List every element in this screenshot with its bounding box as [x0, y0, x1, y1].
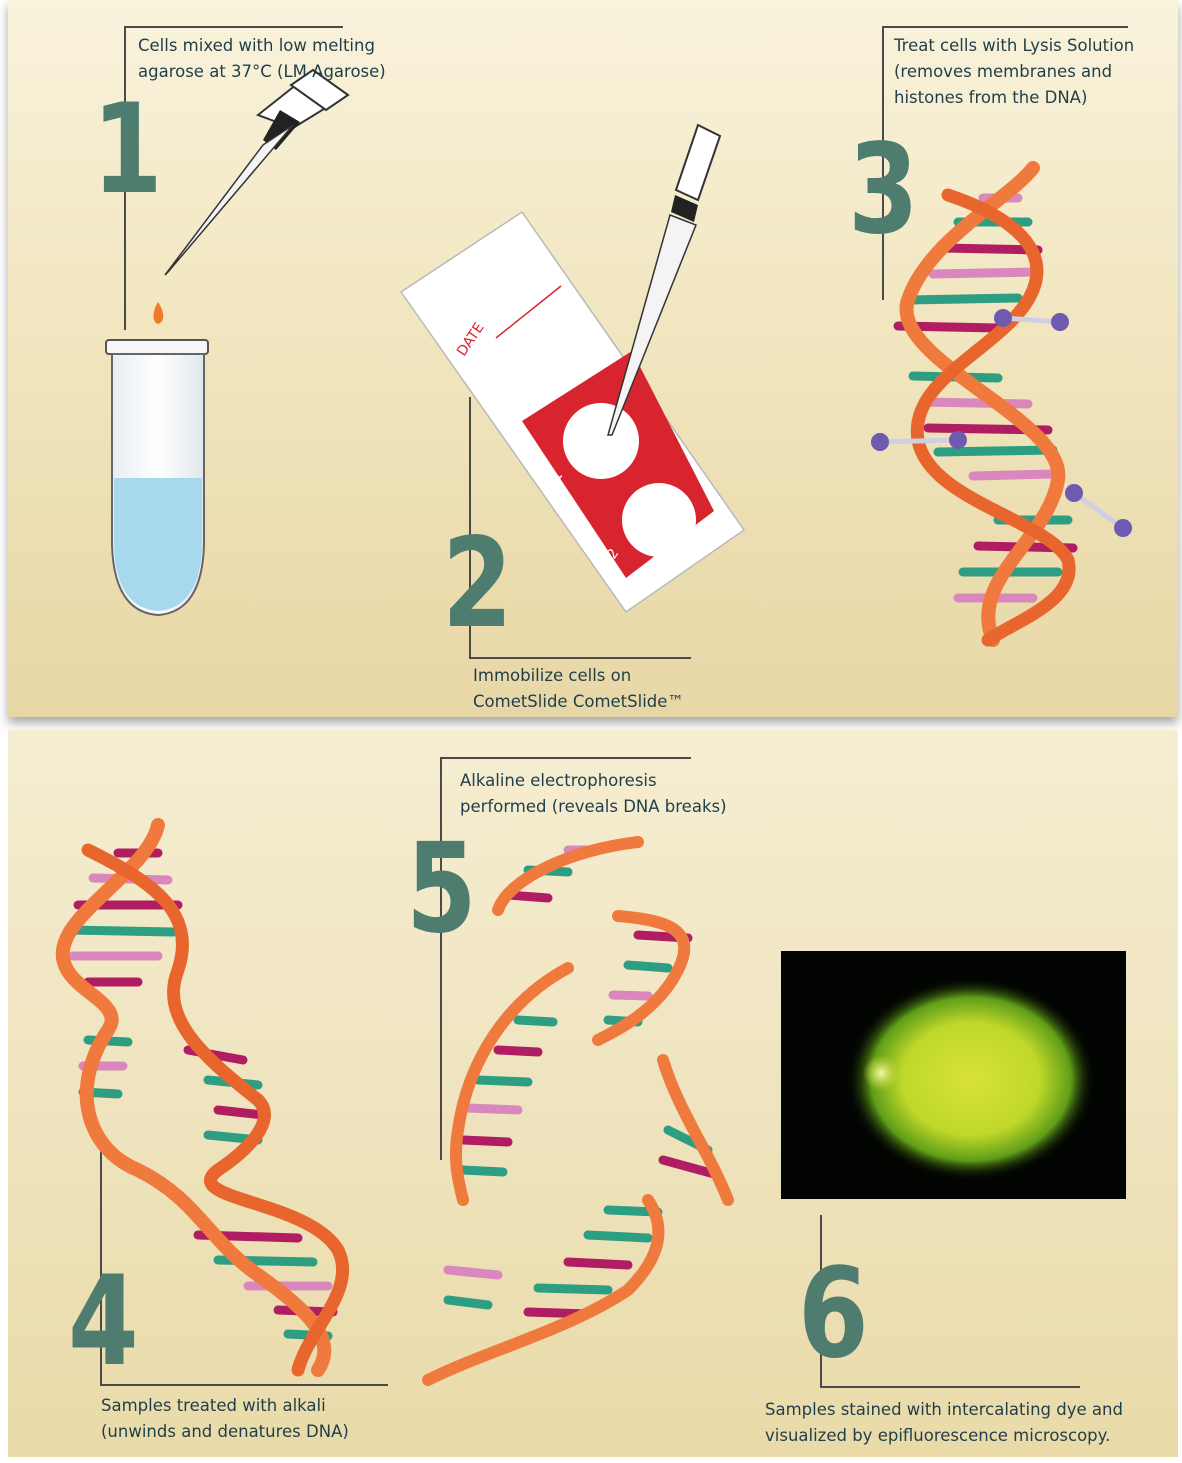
step-4-number: 4 [68, 1260, 139, 1384]
step-4-caption: Samples treated with alkali (unwinds and… [101, 1393, 349, 1445]
step-1-caption: Cells mixed with low melting agarose at … [138, 33, 386, 85]
comet-micrograph-icon [781, 951, 1126, 1199]
step-3-number: 3 [848, 128, 919, 252]
step-1-number: 1 [92, 88, 163, 212]
comet-head [863, 1055, 899, 1091]
microcentrifuge-tube-icon [106, 340, 208, 615]
dna-helix-icon [898, 168, 1073, 640]
top-panel: DATE 1 2 [8, 0, 1178, 717]
step-5-caption: Alkaline electrophoresis performed (reve… [460, 768, 727, 820]
step-6-number: 6 [798, 1252, 869, 1376]
step-6-caption: Samples stained with intercalating dye a… [765, 1397, 1123, 1449]
step-5-number: 5 [406, 827, 477, 951]
bottom-panel: 4 Samples treated with alkali (unwinds a… [8, 730, 1178, 1457]
step-2-number: 2 [442, 522, 513, 646]
pipette-icon [608, 125, 720, 435]
histone-icon [871, 309, 1132, 537]
pipette-icon [154, 70, 349, 324]
step-3-caption: Treat cells with Lysis Solution (removes… [894, 33, 1134, 111]
step-2-caption: Immobilize cells on CometSlide CometSlid… [473, 663, 684, 715]
